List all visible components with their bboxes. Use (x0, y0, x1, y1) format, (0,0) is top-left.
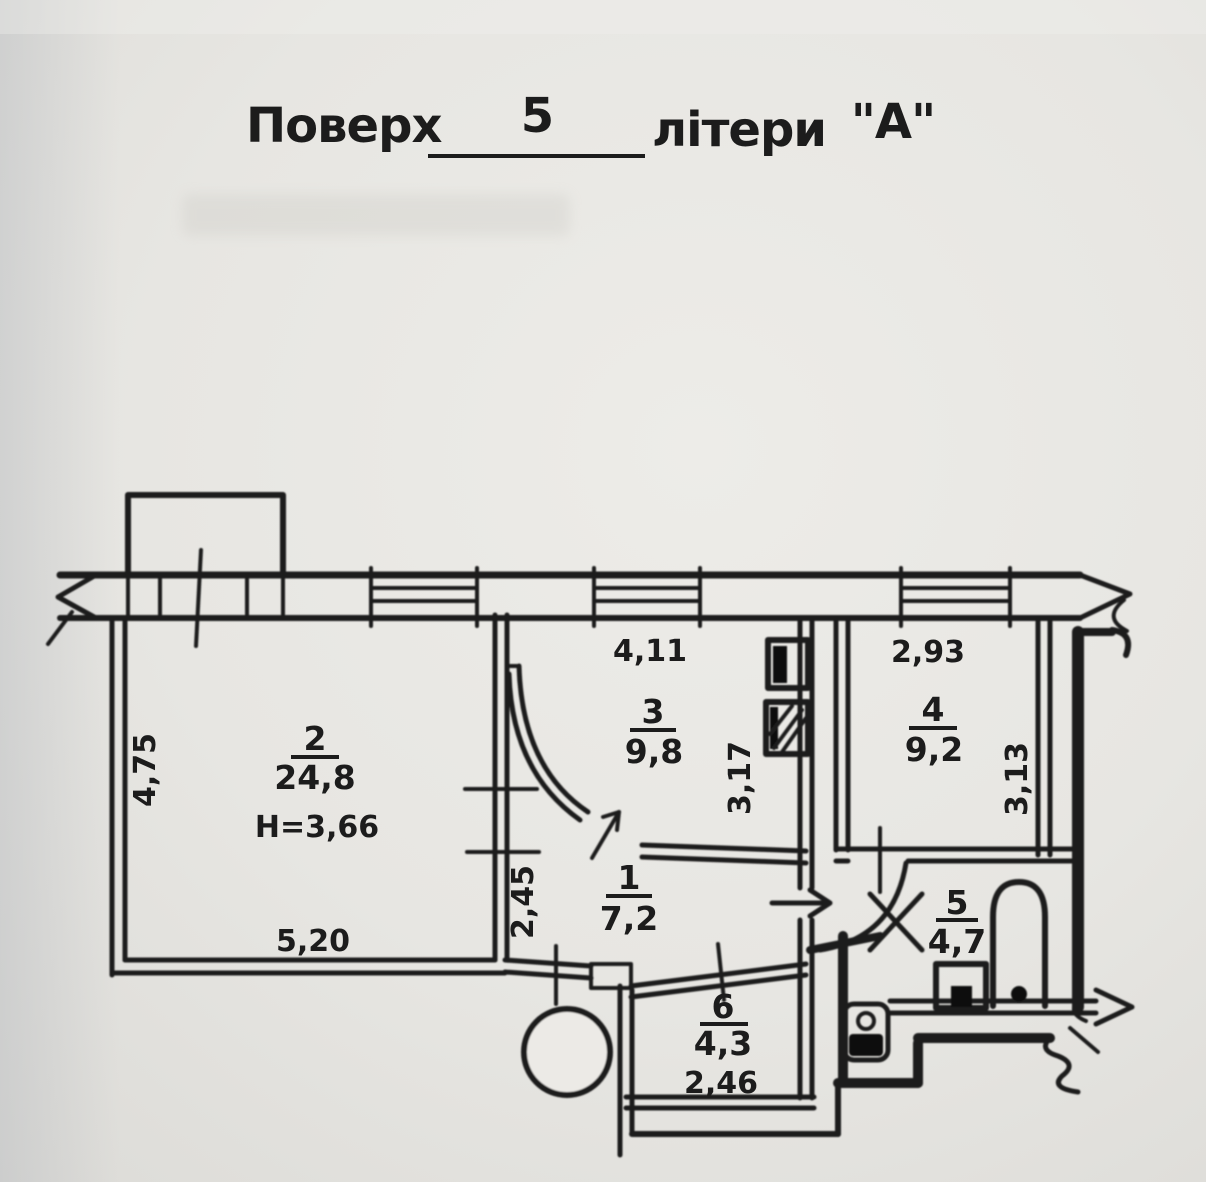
dim-room3-width: 4,11 (613, 634, 687, 669)
title-block: Поверх 5 літери "А" (246, 88, 936, 158)
vent-shaft-hatched (763, 699, 811, 757)
hallway-south-walls (502, 942, 809, 1006)
title-letter-label: літери (652, 102, 826, 158)
window (592, 566, 702, 628)
room-5-number: 5 (946, 883, 969, 922)
room-6-area: 4,3 (694, 1024, 752, 1063)
room-2-number: 2 (304, 719, 327, 758)
round-column (521, 1006, 613, 1098)
wall-break-arrow-right (1077, 572, 1133, 621)
balcony (125, 492, 286, 578)
window (369, 566, 479, 628)
door-x-mark (867, 891, 925, 953)
room-1-area: 7,2 (600, 899, 658, 938)
sink (933, 961, 989, 1011)
room-1-number: 1 (618, 858, 641, 897)
room-6-number: 6 (712, 987, 735, 1026)
room-3-area: 9,8 (625, 732, 683, 771)
south-wall-bathroom (887, 987, 1135, 1054)
dim-room2-depth: 4,75 (128, 733, 163, 807)
dimension-tick (194, 548, 203, 648)
bathtub (990, 879, 1048, 1009)
dimension-tick (716, 942, 726, 1002)
room-labels: 2 24,8 H=3,66 5,20 4,75 1 7,2 2,45 4,11 … (128, 634, 1035, 1101)
dim-kitchen-width: 2,46 (684, 1066, 758, 1101)
curved-wall (506, 663, 809, 866)
bathtub-drain (1011, 986, 1027, 1002)
toilet (841, 1001, 891, 1063)
north-wall (46, 571, 1133, 646)
vent-shaft-solid (765, 637, 811, 691)
dim-room4-depth: 3,13 (1000, 742, 1035, 816)
windows (126, 548, 1012, 648)
room-2-area: 24,8 (274, 758, 355, 797)
entry-arrow (769, 887, 833, 919)
dim-room2-width: 5,20 (276, 924, 350, 959)
wall-break-arrow-left (55, 572, 99, 621)
room4-walls (833, 615, 1081, 894)
wall-break-arrow-bottom (1093, 987, 1135, 1027)
room-4-area: 9,2 (905, 730, 963, 769)
dim-hall-depth: 2,45 (506, 865, 541, 939)
dim-room3-depth: 3,17 (723, 741, 758, 815)
title-letter-value: "А" (851, 94, 935, 150)
window (899, 566, 1012, 628)
kitchen-walls (617, 983, 841, 1158)
room-4-number: 4 (922, 690, 945, 729)
room-2-ceiling-height: H=3,66 (255, 810, 379, 845)
title-floor-label: Поверх (246, 98, 442, 154)
door-swing-arrow (590, 810, 621, 860)
room4-west-wall (833, 615, 851, 853)
room-5-area: 4,7 (928, 922, 986, 961)
title-floor-value: 5 (521, 88, 553, 144)
faint-watermark (182, 194, 570, 236)
dim-room4-width: 2,93 (891, 635, 965, 670)
east-outer-wall (1072, 626, 1132, 1013)
room-3-number: 3 (642, 692, 665, 731)
